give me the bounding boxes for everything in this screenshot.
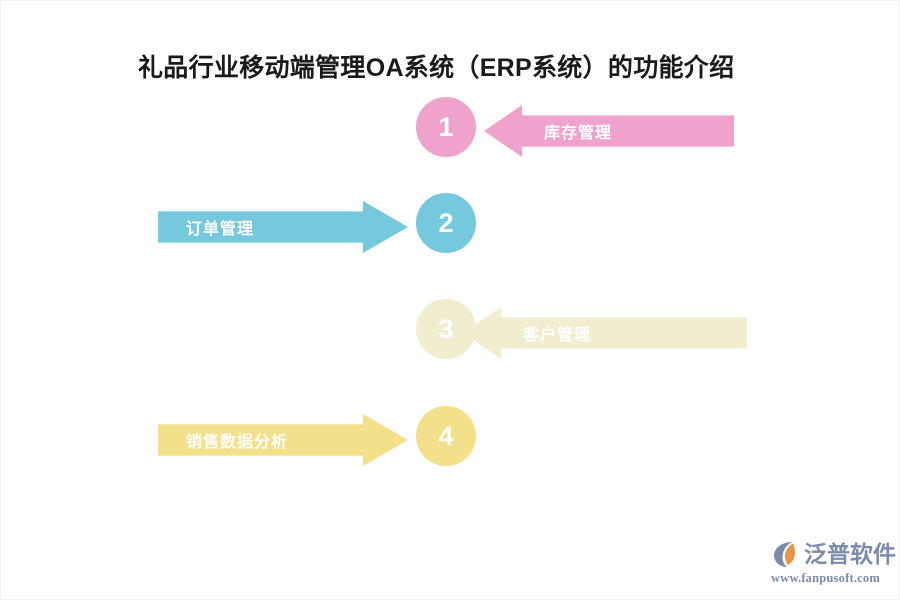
flow-row-2: 订单管理 2 [1, 187, 900, 277]
flow-row-4: 销售数据分析 4 [1, 400, 900, 490]
fanpu-logo-icon [774, 542, 795, 567]
flow-arrow-label-4: 销售数据分析 [186, 434, 289, 451]
flow-arrow-label-1: 库存管理 [544, 125, 613, 142]
flow-arrow-3[interactable]: 客户管理 [463, 307, 747, 359]
logo-text: 泛普软件 [804, 541, 896, 567]
flow-row-1: 1 库存管理 [1, 91, 900, 181]
brand-logo: 泛普软件 www.fanpusoft.com [771, 538, 896, 590]
flow-arrow-1[interactable]: 库存管理 [484, 105, 734, 157]
flow-arrow-label-3: 客户管理 [523, 327, 592, 344]
logo-row: 泛普软件 [771, 538, 896, 570]
step-circle-1[interactable]: 1 [416, 97, 476, 157]
flow-arrow-label-2: 订单管理 [186, 221, 255, 238]
step-circle-4[interactable]: 4 [416, 406, 476, 466]
flow-row-3: 3 客户管理 [1, 293, 900, 383]
page-title: 礼品行业移动端管理OA系统（ERP系统）的功能介绍 [138, 54, 735, 82]
flow-arrow-2[interactable]: 订单管理 [158, 201, 408, 253]
step-circle-2[interactable]: 2 [416, 193, 476, 253]
logo-url: www.fanpusoft.com [771, 571, 880, 585]
step-circle-3[interactable]: 3 [416, 299, 476, 359]
flow-arrow-4[interactable]: 销售数据分析 [158, 414, 408, 466]
